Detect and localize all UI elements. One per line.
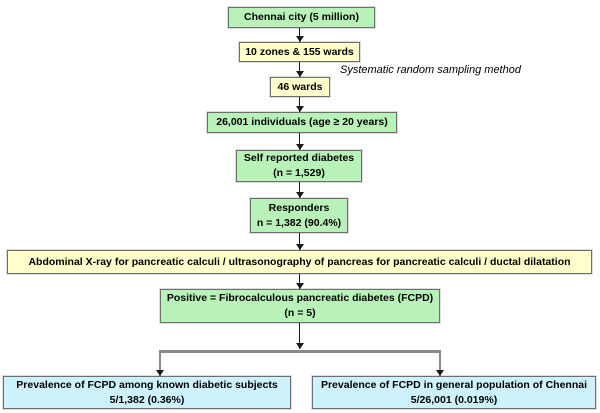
arrow-xray-to-fcpd [296, 274, 304, 289]
arrow-selfreported-to-responders [296, 182, 304, 198]
node-individuals-label: 26,001 individuals (age ≥ 20 years) [216, 116, 388, 128]
node-prevalence-general-line2: 5/26,001 (0.019%) [410, 393, 498, 406]
node-self-reported-diabetes: Self reported diabetes (n = 1,529) [236, 150, 362, 182]
node-fcpd-positive-line1: Positive = Fibrocalculous pancreatic dia… [166, 292, 434, 304]
node-responders: Responders n = 1,382 (90.4%) [250, 198, 348, 233]
node-individuals: 26,001 individuals (age ≥ 20 years) [207, 112, 397, 133]
node-prevalence-known-line1: Prevalence of FCPD among known diabetic … [16, 378, 278, 391]
arrow-fcpd-to-branch [296, 323, 304, 349]
branch-horizontal-line [159, 350, 441, 353]
arrow-responders-to-xray [296, 233, 304, 250]
node-responders-line1: Responders [268, 201, 330, 214]
node-chennai-city-label: Chennai city (5 million) [244, 11, 359, 23]
node-fcpd-positive: Positive = Fibrocalculous pancreatic dia… [160, 289, 440, 323]
node-prevalence-known-line2: 5/1,382 (0.36%) [109, 393, 185, 406]
node-self-reported-line2: (n = 1,529) [273, 167, 325, 179]
node-chennai-city: Chennai city (5 million) [228, 7, 375, 28]
arrow-wards-to-individuals [296, 97, 304, 112]
node-fcpd-positive-line2: (n = 5) [284, 307, 316, 319]
node-prevalence-known-diabetics: Prevalence of FCPD among known diabetic … [3, 376, 291, 409]
node-zones-wards-label: 10 zones & 155 wards [245, 45, 354, 58]
arrow-individuals-to-selfreported [296, 133, 304, 150]
node-self-reported-line1: Self reported diabetes [243, 152, 355, 164]
node-responders-line2: n = 1,382 (90.4%) [256, 216, 342, 229]
sampling-method-note: Systematic random sampling method [340, 64, 521, 76]
arrow-zones-to-wards [296, 62, 304, 77]
node-46-wards-label: 46 wards [277, 80, 323, 93]
node-46-wards: 46 wards [270, 77, 330, 97]
node-xray-screening-label: Abdominal X-ray for pancreatic calculi /… [28, 255, 571, 268]
node-xray-screening: Abdominal X-ray for pancreatic calculi /… [7, 250, 592, 274]
node-zones-wards: 10 zones & 155 wards [239, 42, 360, 62]
arrow-branch-to-general-prevalence [436, 350, 444, 376]
arrow-chennai-to-zones [296, 28, 304, 42]
node-prevalence-general-line1: Prevalence of FCPD in general population… [320, 378, 588, 391]
node-prevalence-general-population: Prevalence of FCPD in general population… [312, 376, 596, 409]
arrow-branch-to-known-prevalence [156, 350, 164, 376]
